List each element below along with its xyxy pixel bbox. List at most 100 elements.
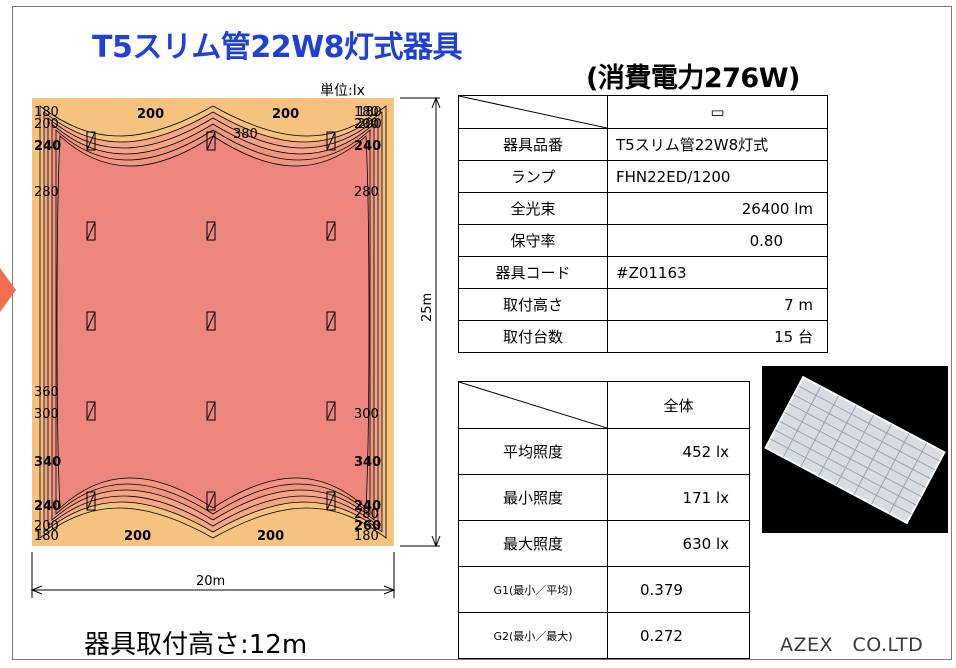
contour-label: 180 — [354, 105, 379, 120]
table-row: ランプ FHN22ED/1200 — [458, 160, 828, 193]
contour-label: 240 — [354, 139, 381, 154]
page-frame — [12, 6, 952, 660]
spec-label: 器具品番 — [458, 128, 608, 161]
spec-value: #Z01163 — [607, 256, 828, 289]
contour-label: 200 — [34, 117, 59, 132]
mount-height-note: 器具取付高さ:12m — [84, 630, 308, 660]
contour-label: 280 — [354, 507, 379, 522]
table-row: G1(最小／平均) 0.379 — [458, 566, 750, 613]
spec-value: T5スリム管22W8灯式 — [607, 128, 828, 161]
table-row: 保守率 0.80 — [458, 224, 828, 257]
spec-label: ランプ — [458, 160, 608, 193]
result-header: 全体 — [607, 381, 750, 429]
result-value: 0.272 — [607, 612, 750, 659]
spec-value: 0.80 — [607, 224, 828, 257]
spec-label: 取付高さ — [458, 288, 608, 321]
spec-value: FHN22ED/1200 — [607, 160, 828, 193]
contour-label: 200 — [272, 107, 299, 122]
result-value: 171 lx — [607, 474, 750, 521]
luminaire-icon — [206, 491, 216, 511]
result-label: 平均照度 — [458, 428, 608, 475]
contour-line — [55, 129, 371, 515]
result-label: G1(最小／平均) — [458, 566, 608, 613]
result-value: 630 lx — [607, 520, 750, 567]
result-value: 452 lx — [607, 428, 750, 475]
contour-label: 340 — [354, 455, 381, 470]
contour-label: 200 — [137, 107, 164, 122]
nav-arrow-icon[interactable] — [0, 268, 16, 312]
table-row: 平均照度 452 lx — [458, 428, 750, 475]
contour-label: 200 — [34, 519, 59, 534]
spec-header-diagonal — [458, 95, 608, 129]
contour-inner — [56, 135, 370, 509]
spec-label: 器具コード — [458, 256, 608, 289]
spec-label: 取付台数 — [458, 320, 608, 353]
contour-label: 300 — [34, 407, 59, 422]
result-label: 最小照度 — [458, 474, 608, 521]
spec-value: 26400 lm — [607, 192, 828, 225]
contour-line — [39, 105, 387, 539]
illuminance-plot: 200 200 380 180 200 180 200 240 280 360 … — [32, 98, 394, 546]
contour-label: 340 — [34, 455, 61, 470]
luminaire-icon — [326, 401, 336, 421]
result-value: 0.379 — [607, 566, 750, 613]
contour-label: 180 — [34, 529, 59, 544]
spec-label: 保守率 — [458, 224, 608, 257]
company-name: AZEX CO.LTD — [780, 634, 924, 656]
unit-label: 単位:lx — [320, 83, 365, 99]
contour-label: 200 — [257, 529, 284, 544]
contour-label: 240 — [34, 499, 61, 514]
contour-label: 360 — [34, 385, 59, 400]
contour-line — [47, 117, 379, 527]
luminaire-icon — [326, 311, 336, 331]
luminaire-icon — [326, 131, 336, 151]
contour-label: 200 — [354, 117, 379, 132]
table-row: 最小照度 171 lx — [458, 474, 750, 521]
height-dimension-label: 25m — [420, 292, 435, 322]
power-consumption: (消費電力276W) — [586, 63, 800, 94]
luminaire-icon — [86, 311, 96, 331]
luminaire-grid — [86, 131, 336, 511]
luminaire-icon — [206, 131, 216, 151]
contour-label: 280 — [354, 185, 379, 200]
result-label: G2(最小／最大) — [458, 612, 608, 659]
contour-label: 180 — [34, 105, 59, 120]
table-row: G2(最小／最大) 0.272 — [458, 612, 750, 659]
spec-table: ▭ 器具品番 T5スリム管22W8灯式 ランプ FHN22ED/1200 全光束… — [458, 95, 828, 353]
contour-label: 200 — [357, 117, 382, 132]
contour-label: 240 — [354, 499, 381, 514]
contour-label: 240 — [34, 139, 61, 154]
luminaire-icon — [86, 401, 96, 421]
table-row: 器具品番 T5スリム管22W8灯式 — [458, 128, 828, 161]
contour-label: 300 — [354, 407, 379, 422]
table-row: 取付台数 15 台 — [458, 320, 828, 353]
luminaire-icon — [206, 401, 216, 421]
result-table: 全体 平均照度 452 lx 最小照度 171 lx 最大照度 630 lx G… — [458, 381, 750, 659]
spec-value: 7 m — [607, 288, 828, 321]
fixture-photo — [762, 366, 948, 533]
contour-label: 180 — [357, 105, 382, 120]
luminaire-icon — [86, 491, 96, 511]
fixture-symbol-icon: ▭ — [607, 95, 828, 129]
contour-label: 180 — [354, 529, 379, 544]
contour-label: 260 — [354, 519, 381, 534]
luminaire-icon — [86, 221, 96, 241]
spec-label: 全光束 — [458, 192, 608, 225]
table-row: 全光束 26400 lm — [458, 192, 828, 225]
luminaire-icon — [206, 221, 216, 241]
width-dimension-label: 20m — [196, 574, 226, 589]
luminaire-icon — [86, 131, 96, 151]
table-row: 器具コード #Z01163 — [458, 256, 828, 289]
contour-label: 200 — [124, 529, 151, 544]
luminaire-icon — [326, 491, 336, 511]
luminaire-icon — [206, 311, 216, 331]
result-header-diagonal — [458, 381, 608, 429]
table-row: 取付高さ 7 m — [458, 288, 828, 321]
table-row: 最大照度 630 lx — [458, 520, 750, 567]
contour-label: 380 — [233, 127, 258, 142]
spec-value: 15 台 — [607, 320, 828, 353]
contour-label: 280 — [34, 185, 59, 200]
page-title: T5スリム管22W8灯式器具 — [92, 30, 463, 65]
luminaire-icon — [326, 221, 336, 241]
result-label: 最大照度 — [458, 520, 608, 567]
